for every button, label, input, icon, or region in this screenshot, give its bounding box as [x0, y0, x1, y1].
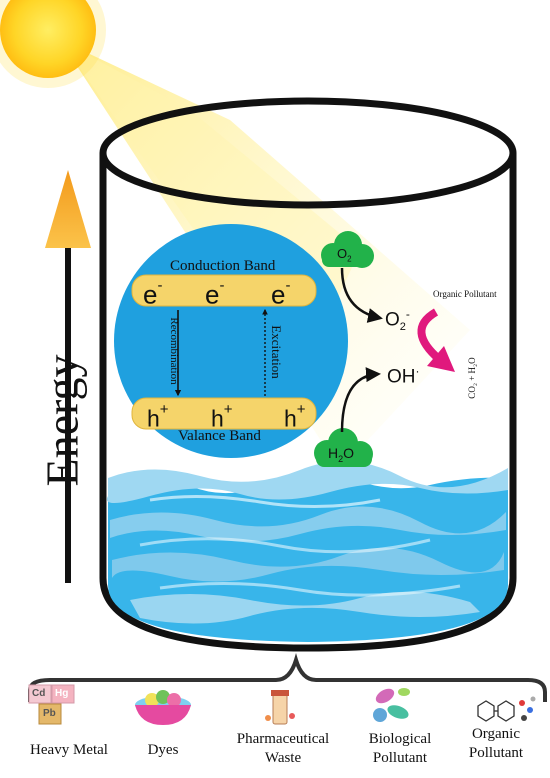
organic-molecule-icon [477, 696, 536, 722]
excitation-label: Excitation [269, 325, 284, 379]
beaker [99, 97, 517, 652]
label-pharmaceutical-waste: Pharmaceutical Waste [236, 731, 330, 766]
hole-3: h+ [284, 401, 306, 432]
o2-cloud-icon [321, 231, 374, 268]
electron-3: e- [271, 277, 291, 310]
recombination-label: Recombination [168, 317, 180, 385]
energy-arrow [45, 170, 91, 583]
superoxide-label: O2- [385, 307, 410, 334]
label-heavy-metal: Heavy Metal [30, 742, 108, 758]
pb-symbol: Pb [43, 708, 56, 719]
biological-icon [373, 688, 410, 722]
dyes-icon [135, 690, 191, 725]
hole-1: h+ [147, 401, 169, 432]
h2o-cloud-icon [314, 428, 373, 467]
cd-symbol: Cd [32, 688, 46, 699]
water [106, 461, 509, 642]
products-label: CO₂ + H₂O [467, 357, 477, 399]
degradation-arrow [417, 308, 455, 372]
energy-label: Energy [36, 354, 88, 487]
label-dyes: Dyes [147, 742, 179, 758]
o2-label: O2 [337, 246, 352, 264]
h2o-reaction-arrow [340, 367, 381, 433]
hole-2: h+ [211, 401, 233, 432]
conduction-band-label: Conduction Band [170, 258, 276, 274]
h2o-label: H2O [328, 445, 355, 464]
label-biological-pollutant: Biological Pollutant [368, 731, 432, 766]
pollutant-brace [28, 653, 547, 702]
hydroxyl-label: OH· [387, 364, 420, 388]
o2-reaction-arrow [340, 267, 383, 323]
conduction-band [131, 274, 317, 307]
valence-band [131, 397, 317, 430]
electron-2: e- [205, 277, 225, 310]
heavy-metal-icon [28, 684, 75, 725]
pharmaceutical-icon [265, 690, 295, 725]
label-organic-pollutant: Organic Pollutant [468, 726, 524, 761]
valence-band-label: Valance Band [178, 428, 261, 444]
hg-symbol: Hg [55, 688, 69, 699]
sun-icon [0, 0, 96, 78]
electron-1: e- [143, 277, 163, 310]
organic-pollutant-small-label: Organic Pollutant [433, 289, 497, 299]
